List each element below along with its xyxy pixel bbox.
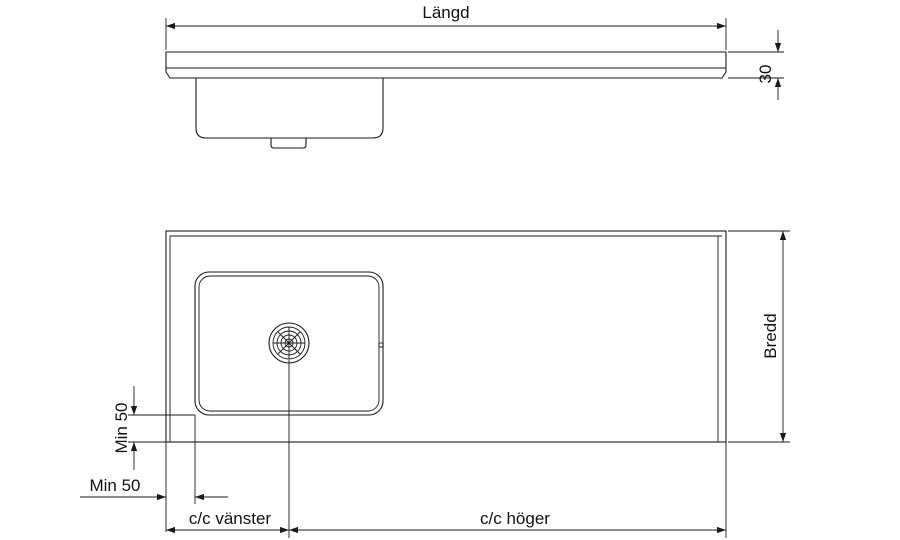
plan-countertop: [165, 230, 727, 443]
front-drain-outlet: [270, 138, 307, 149]
min-front-label: Min 50: [112, 402, 131, 453]
plan-view: Bredd Min 50 Min 50 c/c vänster c/c höge…: [80, 230, 790, 538]
min-left-label: Min 50: [89, 476, 140, 495]
front-countertop: [165, 51, 727, 79]
length-label: Längd: [422, 3, 469, 22]
overflow-hole: [378, 342, 384, 348]
depth-label: Bredd: [761, 313, 780, 358]
cc-right-label: c/c höger: [480, 509, 550, 528]
cc-left-label: c/c vänster: [189, 509, 272, 528]
front-sink-bowl: [195, 77, 384, 139]
sink-drain-icon: [268, 322, 310, 364]
thickness-label: 30: [756, 65, 775, 84]
front-view: Längd 30: [165, 3, 784, 149]
